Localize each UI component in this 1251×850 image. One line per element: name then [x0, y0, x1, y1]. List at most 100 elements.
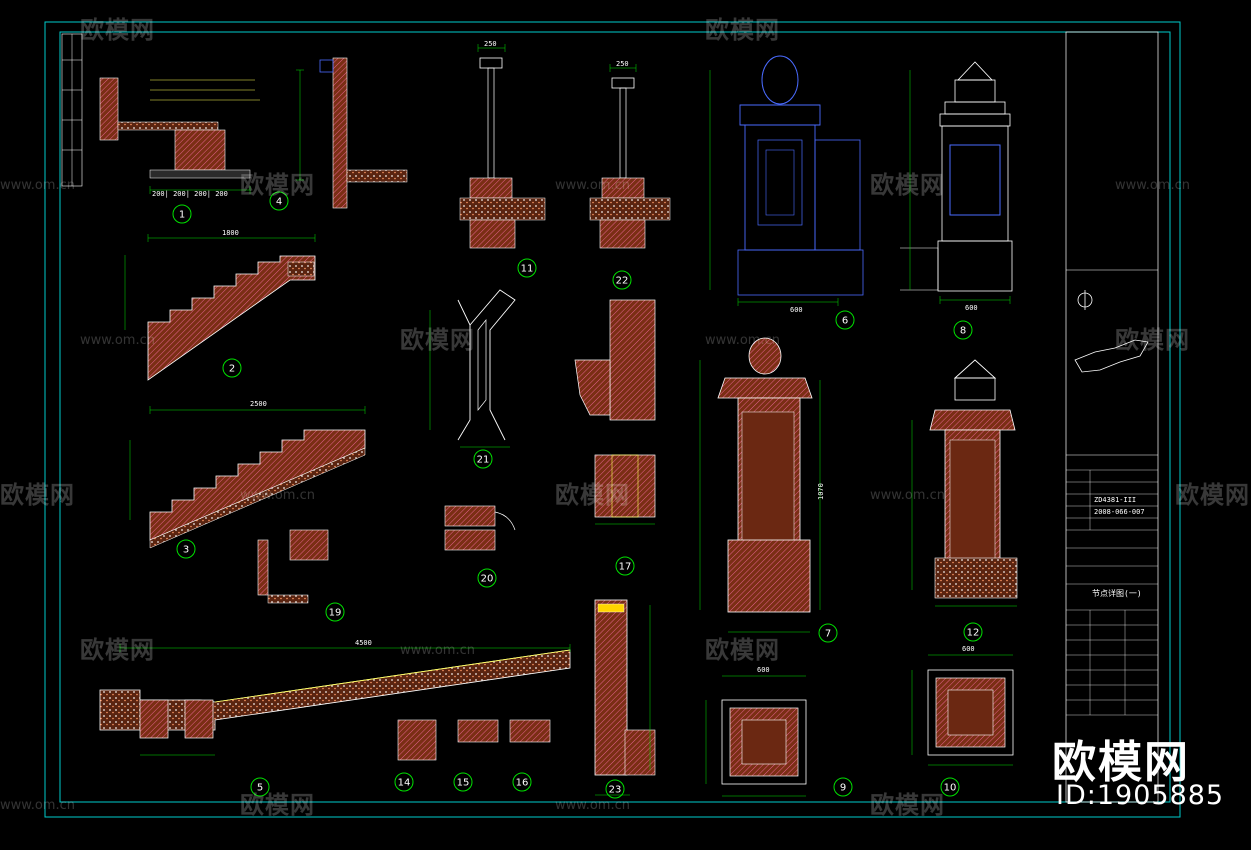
dim-d10-width: 600: [962, 645, 975, 653]
detail-label-circle: [512, 772, 532, 792]
dim-d6-width: 600: [790, 306, 803, 314]
detail-label: 8: [960, 326, 966, 337]
detail-label-circle: [963, 622, 983, 642]
detail-label: 23: [609, 785, 622, 796]
detail-label: 19: [329, 608, 342, 619]
detail-label: 9: [840, 783, 846, 794]
inner-frame: [59, 31, 1171, 803]
detail-label-circle: [172, 204, 192, 224]
detail-19-drawing: [257, 529, 329, 604]
detail-label: 7: [825, 629, 831, 640]
dim-d9-width: 600: [757, 666, 770, 674]
outer-frame: [44, 21, 1181, 818]
detail-1-drawing: [99, 77, 260, 194]
watermark-url: www.om.cn: [400, 643, 475, 658]
detail-label-circle: [269, 191, 289, 211]
brand-id: ID:1905885: [1056, 780, 1225, 811]
watermark-brand: 欧模网: [240, 791, 315, 819]
detail-label: 20: [481, 574, 494, 585]
detail-22-drawing: [589, 64, 671, 249]
detail-label: 10: [944, 783, 957, 794]
project-number: ZD4381-III: [1094, 496, 1137, 504]
watermark-url: www.om.cn: [0, 798, 75, 813]
detail-10-drawing: [911, 654, 1014, 766]
watermark-brand: 欧模网: [80, 636, 155, 664]
detail-23-drawing: [594, 599, 656, 796]
detail-label-circle: [250, 777, 270, 797]
dim-d22-top: 250: [616, 60, 629, 68]
detail-5-drawing: [99, 644, 571, 756]
detail-label-circle: [835, 310, 855, 330]
dim-d7-height: 1070: [817, 483, 825, 500]
watermark-brand: 欧模网: [400, 326, 475, 354]
detail-label-circle: [833, 777, 853, 797]
cap-detail-drawing: [574, 299, 656, 525]
detail-label-circle: [394, 772, 414, 792]
watermark-brand: 欧模网: [870, 791, 945, 819]
watermark-url: www.om.cn: [0, 178, 75, 193]
detail-4-drawing: [296, 57, 408, 209]
dim-d8-width: 600: [965, 304, 978, 312]
watermark-url: www.om.cn: [705, 333, 780, 348]
detail-label: 16: [516, 778, 529, 789]
watermark-brand: 欧模网: [1115, 326, 1190, 354]
watermark-url: www.om.cn: [80, 333, 155, 348]
detail-label-circle: [477, 568, 497, 588]
detail-label-circle: [176, 539, 196, 559]
watermark-brand: 欧模网: [705, 636, 780, 664]
detail-label: 4: [276, 197, 282, 208]
detail-label-circle: [473, 449, 493, 469]
detail-label-circle: [615, 556, 635, 576]
dim-d3-width: 2500: [250, 400, 267, 408]
title-block: [1065, 31, 1159, 803]
key-plan-icon: [1074, 339, 1149, 373]
watermark-url: www.om.cn: [555, 178, 630, 193]
watermark-url: www.om.cn: [870, 488, 945, 503]
detail-8-drawing: [900, 61, 1013, 304]
detail-label-circle: [325, 602, 345, 622]
detail-label: 15: [457, 778, 470, 789]
detail-label: 5: [257, 783, 263, 794]
detail-label-circle: [453, 772, 473, 792]
watermark-brand: 欧模网: [0, 481, 75, 509]
watermark-brand: 欧模网: [555, 481, 630, 509]
drawing-name: 节点详图(一): [1092, 589, 1142, 598]
detail-3-drawing: [129, 406, 366, 549]
detail-label: 14: [398, 778, 411, 789]
detail-2-drawing: [124, 234, 316, 381]
detail-label: 22: [616, 276, 629, 287]
detail-11-drawing: [459, 44, 546, 249]
detail-label-circle: [612, 270, 632, 290]
detail-14-16-drawing: [397, 719, 551, 761]
dim-d2-width: 1800: [222, 229, 239, 237]
detail-label-circle: [953, 320, 973, 340]
detail-20-drawing: [444, 505, 516, 551]
dim-d1: 200| 200| 200| 200: [152, 190, 228, 198]
watermark-brand: 欧模网: [240, 171, 315, 199]
drawing-number: 2008-066-007: [1094, 508, 1145, 516]
detail-6-drawing: [709, 55, 864, 306]
detail-label-circle: [517, 258, 537, 278]
detail-label: 3: [183, 545, 189, 556]
watermark-url: www.om.cn: [555, 798, 630, 813]
detail-label: 6: [842, 316, 848, 327]
detail-21-drawing: [429, 289, 516, 448]
watermark-brand: 欧模网: [870, 171, 945, 199]
detail-9-drawing: [705, 675, 807, 797]
detail-label-circle: [818, 623, 838, 643]
detail-label: 21: [477, 455, 490, 466]
detail-label: 2: [229, 364, 235, 375]
dim-d5-width: 4500: [355, 639, 372, 647]
watermark-brand: 欧模网: [1175, 481, 1250, 509]
detail-label-circle: [940, 777, 960, 797]
watermark-url: www.om.cn: [240, 488, 315, 503]
dim-d11-top: 250: [484, 40, 497, 48]
detail-label: 1: [179, 210, 185, 221]
detail-label: 12: [967, 628, 980, 639]
watermark-brand: 欧模网: [705, 16, 780, 44]
detail-12-drawing: [911, 359, 1018, 607]
detail-label-circle: [605, 779, 625, 799]
detail-7-drawing: [699, 337, 821, 633]
